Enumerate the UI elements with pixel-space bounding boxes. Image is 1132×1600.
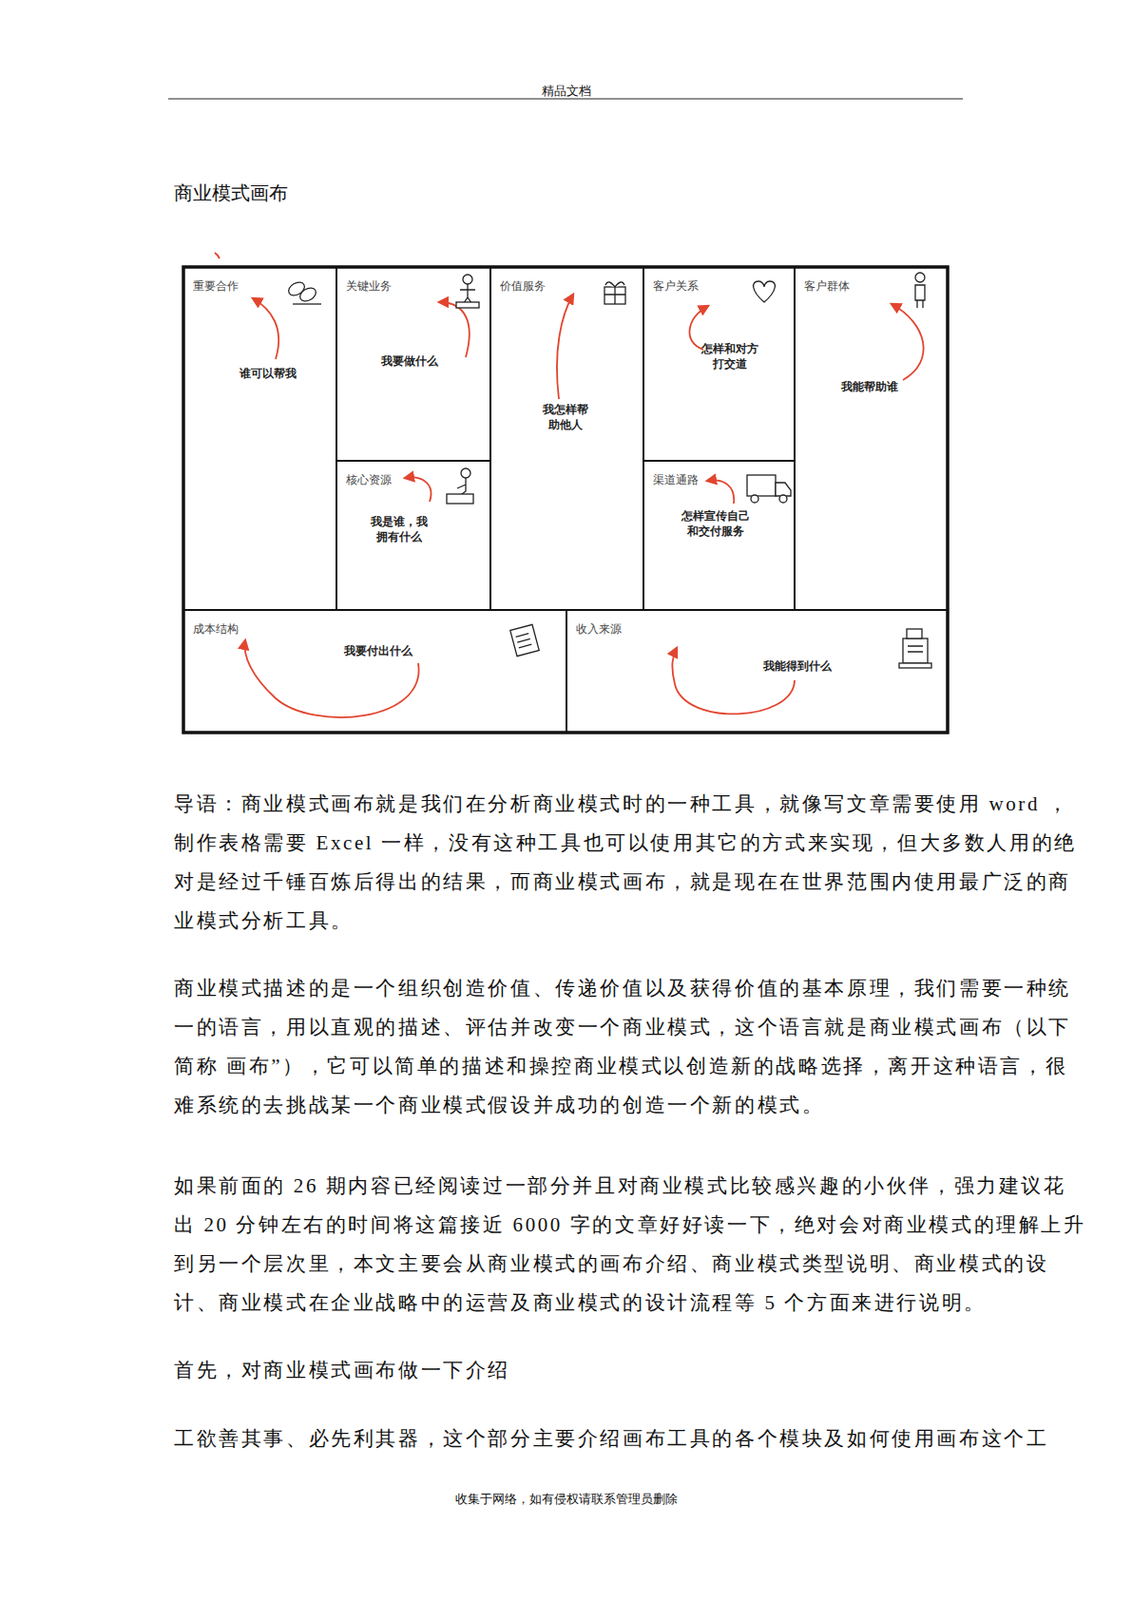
chain-icon [286,279,322,305]
canvas-cell: 收入来源我能得到什么 [566,610,948,733]
document-title: 商业模式画布 [173,180,288,207]
cell-heading: 重要合作 [192,279,239,293]
cell-question: 我要做什么 [374,353,445,369]
heart-icon [753,281,776,303]
cell-heading: 渠道通路 [652,473,699,487]
cell-question: 我要付出什么 [335,643,422,659]
cell-question: 我是谁，我拥有什么 [368,514,430,545]
paragraph: 导语：商业模式画布就是我们在分析商业模式时的一种工具，就像写文章需要使用 wor… [173,785,1087,941]
red-mark [214,252,220,259]
cell-question: 怎样宣传自己和交付服务 [679,508,752,539]
cell-question: 我能帮助谁 [834,379,905,395]
cell-question: 我能得到什么 [754,658,841,674]
leader-arrows [244,294,923,718]
page-footer: 收集于网络，如有侵权请联系管理员删除 [332,1492,801,1508]
header-rule [168,97,963,99]
paragraph: 首先，对商业模式画布做一下介绍 [173,1351,1087,1391]
register-icon [899,629,932,669]
canvas-cell: 客户群体我能帮助谁 [794,267,948,611]
truck-icon [747,475,791,503]
cell-heading: 价值服务 [499,279,546,293]
worker-icon [456,274,480,308]
cell-heading: 收入来源 [575,622,622,636]
canvas-cell: 关键业务我要做什么 [336,267,491,461]
person-icon [915,272,925,308]
paragraph: 商业模式描述的是一个组织创造价值、传递价值以及获得价值的基本原理，我们需要一种统… [173,969,1087,1126]
cell-icons [286,272,932,669]
cell-heading: 客户关系 [652,279,699,293]
canvas-cell: 客户关系怎样和对方打交道 [643,267,795,461]
canvas-cell: 价值服务我怎样帮助他人 [490,267,644,611]
gift-icon [604,282,626,305]
cell-heading: 核心资源 [345,473,392,487]
canvas-cell: 重要合作谁可以帮我 [183,267,337,611]
papers-icon [510,624,539,656]
canvas-cell: 渠道通路怎样宣传自己和交付服务 [643,460,795,611]
cell-heading: 成本结构 [192,622,239,636]
paragraph: 如果前面的 26 期内容已经阅读过一部分并且对商业模式比较感兴趣的小伙伴，强力建… [173,1167,1087,1324]
page-header: 精品文档 [380,83,753,99]
canvas-cell: 成本结构我要付出什么 [183,610,567,733]
canvas-frame [183,267,948,733]
desk-icon [446,468,474,504]
cell-question: 谁可以帮我 [232,365,304,382]
paragraph: 工欲善其事、必先利其器，这个部分主要介绍画布工具的各个模块及如何使用画布这个工 [173,1419,1106,1459]
cell-heading: 关键业务 [345,279,392,293]
cell-question: 我怎样帮助他人 [540,402,591,433]
canvas-cell: 核心资源我是谁，我拥有什么 [336,460,491,611]
cell-heading: 客户群体 [804,279,850,293]
cell-question: 怎样和对方打交道 [699,341,761,372]
